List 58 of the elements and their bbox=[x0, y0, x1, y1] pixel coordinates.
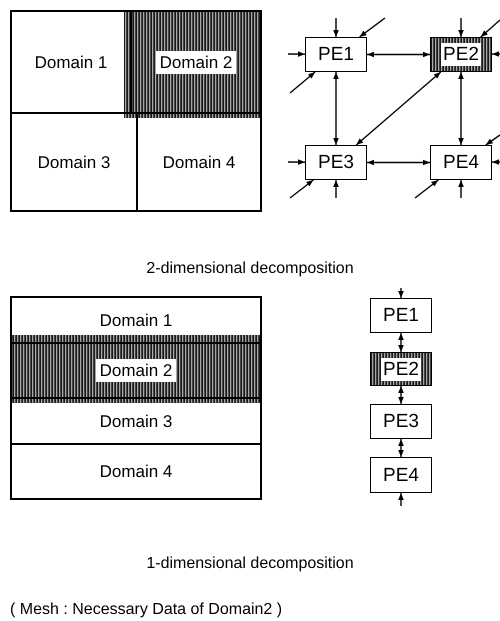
domain-label: Domain 3 bbox=[98, 410, 174, 432]
domain-cell bbox=[10, 397, 262, 445]
arrow bbox=[288, 51, 305, 57]
domain-label: Domain 3 bbox=[36, 152, 112, 174]
arrow bbox=[288, 159, 305, 165]
arrow bbox=[398, 288, 404, 298]
arrow bbox=[398, 333, 404, 352]
domain-label: Domain 1 bbox=[34, 52, 108, 74]
domain-cell bbox=[10, 342, 262, 399]
arrow bbox=[398, 386, 404, 404]
domain-label: Domain 2 bbox=[96, 359, 176, 382]
arrow bbox=[485, 134, 500, 146]
processor-box bbox=[370, 298, 432, 333]
processor-label: PE2 bbox=[441, 43, 481, 66]
arrow bbox=[367, 52, 430, 58]
arrow bbox=[333, 180, 339, 198]
processor-label: PE2 bbox=[381, 358, 421, 380]
arrow bbox=[480, 19, 500, 38]
arrow bbox=[458, 180, 464, 198]
processor-label: PE3 bbox=[382, 410, 420, 433]
processor-label: PE4 bbox=[442, 151, 480, 174]
processor-label: PE4 bbox=[382, 464, 420, 486]
domain-cell bbox=[10, 112, 138, 212]
arrow bbox=[492, 51, 500, 57]
caption: 2-dimensional decomposition bbox=[145, 259, 355, 279]
arrow bbox=[356, 71, 442, 146]
arrow bbox=[333, 18, 339, 37]
caption: ( Mesh : Necessary Data of Domain2 ) bbox=[10, 600, 282, 620]
processor-box bbox=[305, 37, 367, 72]
arrow bbox=[398, 439, 404, 457]
processor-box bbox=[305, 145, 367, 180]
caption: 1-dimensional decomposition bbox=[145, 554, 355, 574]
arrow bbox=[333, 72, 339, 145]
arrow bbox=[414, 179, 439, 199]
processor-label: PE3 bbox=[317, 151, 355, 174]
arrow bbox=[492, 159, 500, 165]
processor-box bbox=[370, 404, 432, 439]
processor-label: PE1 bbox=[382, 304, 420, 327]
arrow bbox=[359, 17, 386, 38]
processor-box bbox=[430, 37, 492, 72]
domain-cell bbox=[10, 10, 132, 114]
domain-cell bbox=[10, 443, 262, 500]
processor-box bbox=[370, 457, 432, 493]
processor-label: PE1 bbox=[317, 43, 355, 66]
arrow bbox=[458, 18, 464, 37]
domain-label: Domain 1 bbox=[98, 310, 174, 332]
processor-box bbox=[370, 352, 432, 386]
processor-box bbox=[430, 145, 492, 180]
arrow bbox=[458, 72, 464, 145]
arrow bbox=[367, 160, 430, 166]
arrow bbox=[290, 179, 314, 199]
domain-label: Domain 4 bbox=[98, 461, 174, 483]
domain-label: Domain 2 bbox=[156, 50, 236, 74]
arrow bbox=[398, 493, 404, 506]
arrow bbox=[290, 71, 316, 94]
domain-cell bbox=[10, 296, 262, 344]
domain-cell bbox=[136, 112, 262, 212]
domain-label: Domain 4 bbox=[162, 152, 236, 174]
